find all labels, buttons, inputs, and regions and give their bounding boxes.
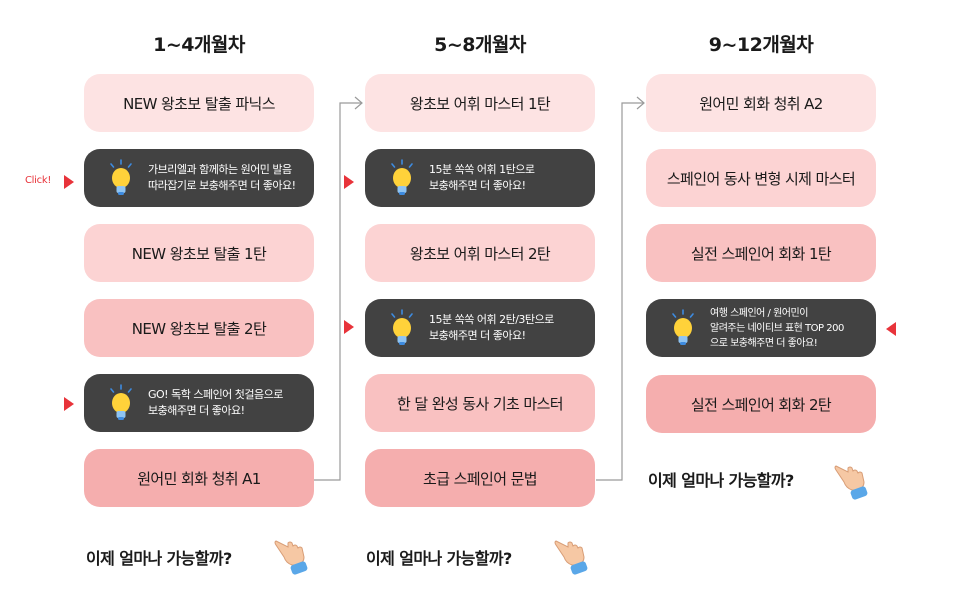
- connector-col2-col3: [596, 102, 644, 481]
- course-card[interactable]: 스페인어 동사 변형 시제 마스터: [646, 149, 876, 207]
- connector-col1-col2: [314, 102, 362, 481]
- red-triangle-marker: [886, 322, 896, 336]
- tip-line: 으로 보충해주면 더 좋아요!: [710, 337, 818, 349]
- question-text: 이제 얼마나 가능할까?: [648, 471, 794, 490]
- column-2-title: 5~8개월차: [434, 34, 526, 56]
- tip-line: GO! 독학 스페인어 첫걸음으로: [148, 388, 283, 401]
- question-text: 이제 얼마나 가능할까?: [366, 549, 512, 568]
- course-card[interactable]: 원어민 회화 청취 A1: [84, 449, 314, 507]
- lightbulb-icon: [391, 159, 413, 195]
- lightbulb-icon: [110, 159, 132, 195]
- tip-line: 보충해주면 더 좋아요!: [148, 404, 245, 417]
- lightbulb-icon: [672, 309, 694, 345]
- connector-col2-col3-arrowhead: [636, 96, 645, 110]
- tip-line: 보충해주면 더 좋아요!: [429, 179, 526, 192]
- course-card[interactable]: 실전 스페인어 회화 1탄: [646, 224, 876, 282]
- tip-line: 보충해주면 더 좋아요!: [429, 329, 526, 342]
- red-triangle-marker: [64, 175, 74, 189]
- course-card[interactable]: 왕초보 어휘 마스터 2탄: [365, 224, 595, 282]
- tip-line: 15분 쏙쏙 어휘 2탄/3탄으로: [429, 313, 554, 326]
- tip-line: 가브리엘과 함께하는 원어민 발음: [148, 163, 292, 176]
- pointing-hand-icon: [554, 540, 588, 575]
- click-label: Click!: [25, 175, 52, 186]
- tip-line: 여행 스페인어 / 원어민이: [710, 307, 808, 319]
- tip-line: 알려주는 네이티브 표현 TOP 200: [710, 322, 844, 334]
- tip-card[interactable]: 가브리엘과 함께하는 원어민 발음 따라잡기로 보충해주면 더 좋아요!: [84, 149, 314, 207]
- course-card[interactable]: 초급 스페인어 문법: [365, 449, 595, 507]
- pointing-hand-icon: [274, 540, 308, 575]
- pointing-hand-icon: [834, 465, 868, 500]
- question-text: 이제 얼마나 가능할까?: [86, 549, 232, 568]
- course-card[interactable]: 한 달 완성 동사 기초 마스터: [365, 374, 595, 432]
- column-1-title: 1~4개월차: [153, 34, 245, 56]
- tip-card[interactable]: 15분 쏙쏙 어휘 1탄으로 보충해주면 더 좋아요!: [365, 149, 595, 207]
- course-card[interactable]: 원어민 회화 청취 A2: [646, 74, 876, 132]
- lightbulb-icon: [110, 384, 132, 420]
- tip-card[interactable]: 여행 스페인어 / 원어민이 알려주는 네이티브 표현 TOP 200 으로 보…: [646, 299, 876, 357]
- course-card[interactable]: 실전 스페인어 회화 2탄: [646, 375, 876, 433]
- course-card[interactable]: NEW 왕초보 탈출 1탄: [84, 224, 314, 282]
- connector-col1-col2-arrowhead: [354, 96, 363, 110]
- course-card[interactable]: 왕초보 어휘 마스터 1탄: [365, 74, 595, 132]
- lightbulb-icon: [391, 309, 413, 345]
- column-3-title: 9~12개월차: [708, 34, 814, 56]
- red-triangle-marker: [64, 397, 74, 411]
- tip-card[interactable]: 15분 쏙쏙 어휘 2탄/3탄으로 보충해주면 더 좋아요!: [365, 299, 595, 357]
- tip-line: 15분 쏙쏙 어휘 1탄으로: [429, 163, 535, 176]
- red-triangle-marker: [344, 320, 354, 334]
- red-triangle-marker: [344, 175, 354, 189]
- course-card[interactable]: NEW 왕초보 탈출 파닉스: [84, 74, 314, 132]
- tip-card[interactable]: GO! 독학 스페인어 첫걸음으로 보충해주면 더 좋아요!: [84, 374, 314, 432]
- course-card[interactable]: NEW 왕초보 탈출 2탄: [84, 299, 314, 357]
- tip-line: 따라잡기로 보충해주면 더 좋아요!: [148, 179, 296, 192]
